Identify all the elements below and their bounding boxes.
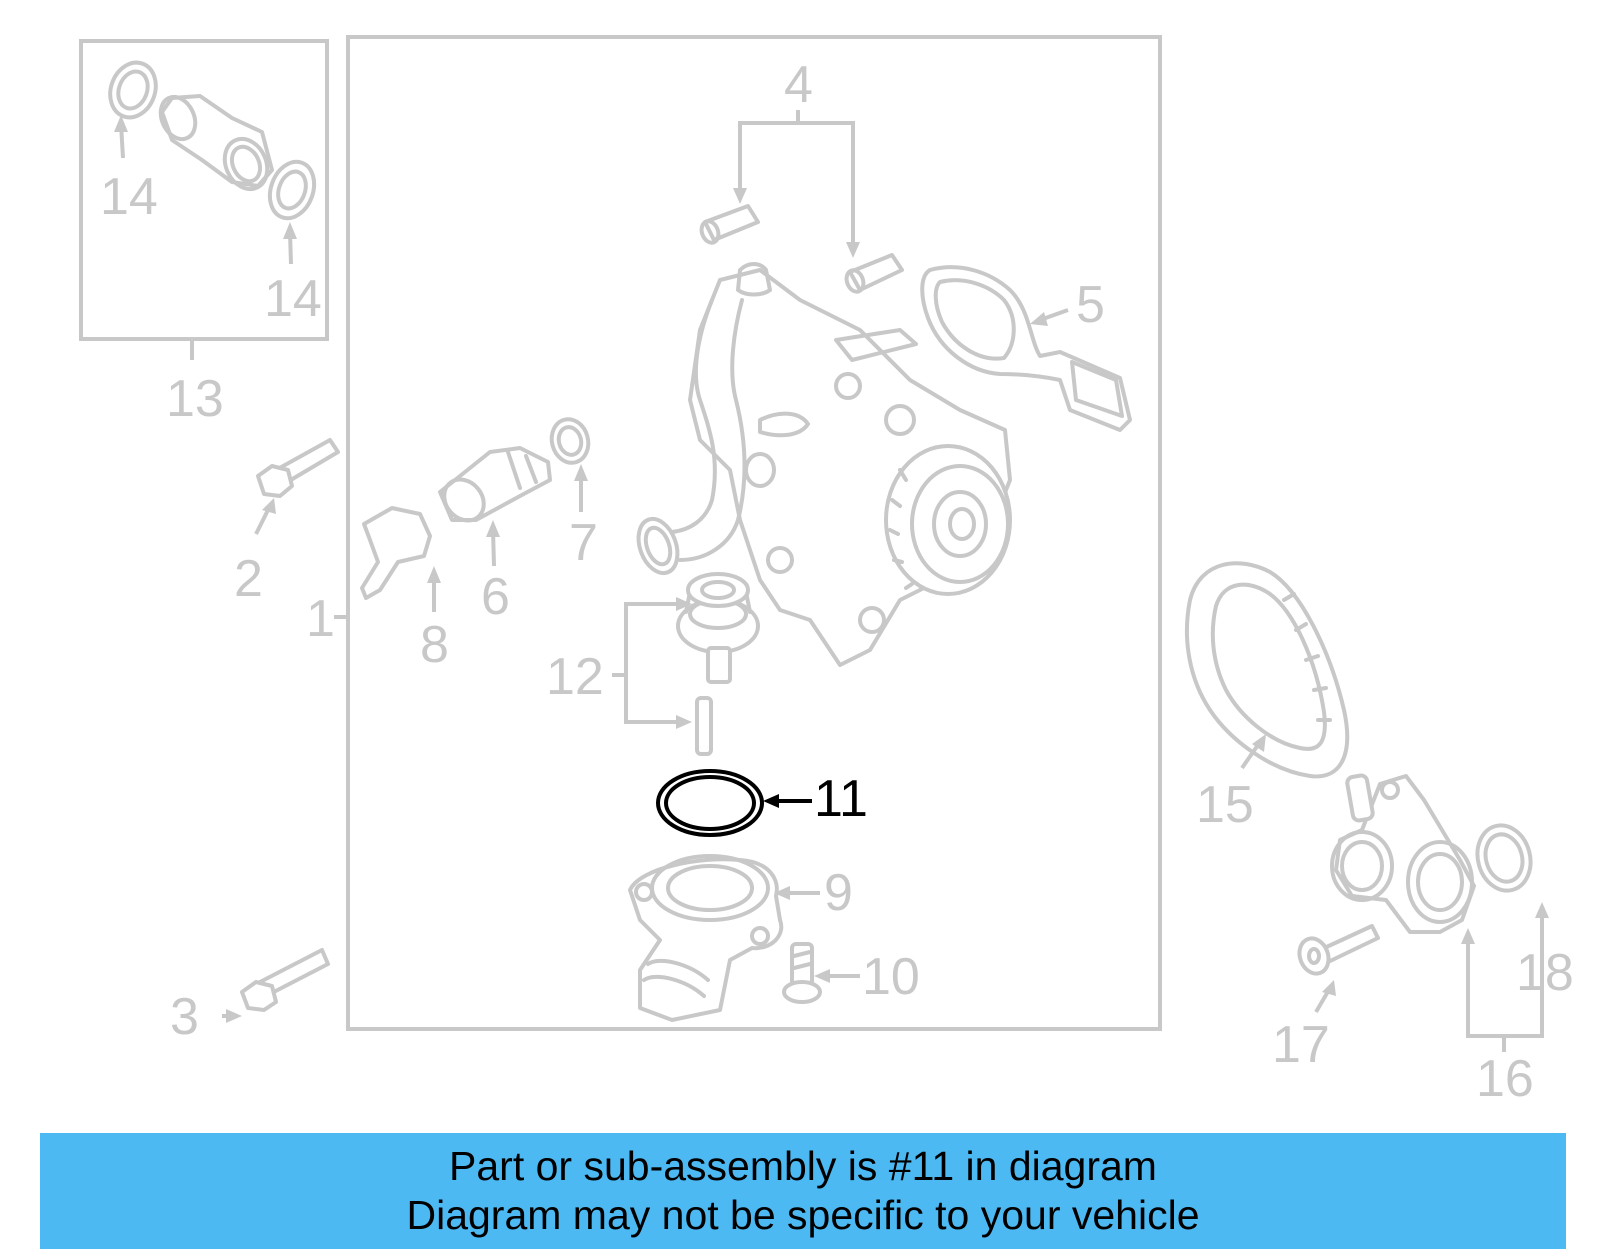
- callout-4: 4: [784, 56, 813, 114]
- leader-11-arrowhead: [763, 794, 779, 808]
- info-banner: Part or sub-assembly is #11 in diagram D…: [40, 1133, 1566, 1249]
- main-assembly-frame: [346, 35, 1162, 1031]
- seal-ring-11: [656, 769, 764, 837]
- dowel-pin-4a: [699, 204, 760, 245]
- gasket-5: [920, 265, 1132, 432]
- callout-3: 3: [170, 988, 199, 1046]
- thermostat-housing-9: [628, 854, 784, 1022]
- seal-14-upper: [108, 60, 158, 120]
- banner-line-disclaimer: Diagram may not be specific to your vehi…: [406, 1192, 1200, 1238]
- callout-17: 17: [1272, 1016, 1330, 1074]
- o-ring-18: [1475, 823, 1533, 893]
- callout-10: 10: [862, 948, 920, 1006]
- callout-12: 12: [546, 648, 604, 706]
- callout-8: 8: [420, 616, 449, 674]
- callout-6: 6: [481, 568, 510, 626]
- thermostat-12: [676, 572, 760, 756]
- callout-2: 2: [234, 550, 263, 608]
- callout-13: 13: [166, 370, 224, 428]
- bolt-3: [240, 948, 330, 1012]
- bolt-17: [1297, 924, 1380, 976]
- callout-14-lower: 14: [264, 270, 322, 328]
- bolt-2: [256, 438, 340, 498]
- seal-14-lower: [267, 159, 317, 221]
- callout-9: 9: [824, 864, 853, 922]
- callout-11: 11: [814, 770, 868, 828]
- callout-7: 7: [569, 514, 598, 572]
- banner-line-part: Part or sub-assembly is #11 in diagram: [449, 1143, 1157, 1189]
- coolant-pipe-13: [158, 94, 274, 192]
- callout-18: 18: [1516, 944, 1574, 1002]
- subassembly-13-frame: [79, 39, 329, 341]
- retaining-clip-8: [360, 506, 432, 600]
- temp-sensor-6: [438, 446, 552, 523]
- callout-14-upper: 14: [100, 168, 158, 226]
- drive-belt-15: [1184, 561, 1350, 779]
- coolant-flange-16: [1330, 773, 1476, 934]
- callout-1: 1: [306, 590, 335, 648]
- pump-drive-gear: [884, 444, 1012, 596]
- callout-5: 5: [1076, 276, 1105, 334]
- o-ring-7: [549, 417, 591, 465]
- leader-lines: [114, 110, 1549, 1052]
- callout-16: 16: [1476, 1050, 1534, 1108]
- dowel-pin-4b: [844, 253, 904, 294]
- callout-15: 15: [1196, 776, 1254, 834]
- screw-10: [782, 942, 822, 1004]
